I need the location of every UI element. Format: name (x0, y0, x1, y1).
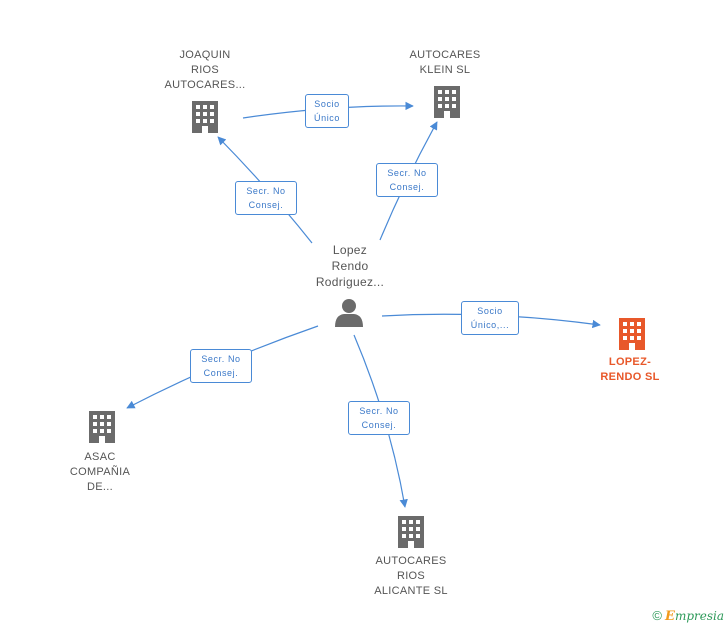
node-label-person[interactable]: Lopez Rendo Rodriguez... (315, 243, 385, 289)
node-label-alicante[interactable]: AUTOCARES RIOS ALICANTE SL (374, 555, 448, 597)
brand-logo-text: mpresia (674, 609, 724, 623)
edges (126, 101, 601, 508)
node-label-klein[interactable]: AUTOCARES KLEIN SL (409, 49, 481, 76)
copyright-footer: ©Empresia (652, 608, 724, 624)
building-icon[interactable] (434, 86, 460, 118)
edge-label-person-lopez[interactable]: Socio Único,... (461, 301, 519, 335)
person-icon[interactable] (335, 299, 363, 327)
node-label-asac[interactable]: ASAC COMPAÑIA DE... (69, 451, 131, 493)
edge-label-joaquin-klein[interactable]: Socio Único (305, 94, 349, 128)
node-label-joaquin[interactable]: JOAQUIN RIOS AUTOCARES... (164, 49, 246, 91)
building-icon[interactable] (398, 516, 424, 548)
edge-label-person-asac[interactable]: Secr. No Consej. (190, 349, 252, 383)
edge-label-person-joaquin[interactable]: Secr. No Consej. (235, 181, 297, 215)
building-icon[interactable] (89, 411, 115, 443)
building-icon[interactable] (192, 101, 218, 133)
node-label-lopez-rendo[interactable]: LOPEZ- RENDO SL (600, 356, 660, 383)
edge-label-person-alicante[interactable]: Secr. No Consej. (348, 401, 410, 435)
brand-logo-initial: E (665, 609, 675, 624)
copyright-symbol: © (652, 608, 663, 623)
edge-label-person-klein[interactable]: Secr. No Consej. (376, 163, 438, 197)
building-icon-focus[interactable] (619, 318, 645, 350)
